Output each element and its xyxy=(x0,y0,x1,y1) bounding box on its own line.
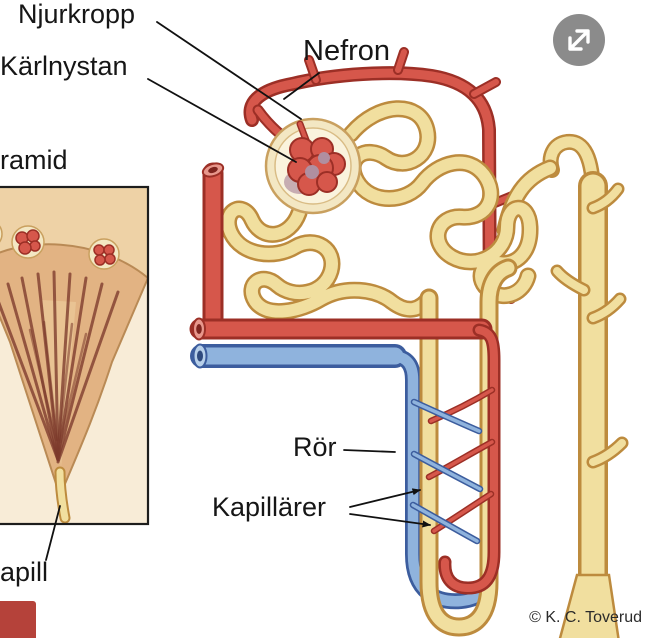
corner-image-strip xyxy=(0,601,36,638)
collecting-duct-flare xyxy=(558,573,620,638)
label-kapillarer: Kapillärer xyxy=(212,492,327,522)
nephron-illustration xyxy=(193,52,622,638)
vein xyxy=(194,343,490,602)
pyramid-inset xyxy=(0,185,150,526)
glomerulus-coils xyxy=(287,137,346,196)
artery-open-end xyxy=(201,162,225,178)
expand-button[interactable] xyxy=(553,14,605,66)
label-ror: Rör xyxy=(293,432,337,462)
collecting-duct xyxy=(551,142,622,638)
label-papill-partial: apill xyxy=(0,557,49,587)
label-pyramid-partial: ramid xyxy=(0,145,68,175)
papilla-duct xyxy=(54,466,71,524)
label-njurkropp: Njurkropp xyxy=(18,0,136,29)
pyramid-highlight xyxy=(42,300,76,468)
leader-nefron xyxy=(283,72,320,100)
inset-border xyxy=(0,185,150,526)
leader-lines xyxy=(45,21,431,561)
label-karlnystan: Kärlnystan xyxy=(0,51,128,81)
leader-kapillarer-1 xyxy=(349,488,421,508)
leader-papill xyxy=(45,505,61,561)
vein-lumen xyxy=(197,350,203,362)
page-title: Nefron xyxy=(303,35,391,67)
artery-bar-lumen xyxy=(196,324,202,334)
credit-text: © K. C. Toverud xyxy=(529,609,642,626)
kidney-pyramid xyxy=(0,243,148,499)
expand-icon xyxy=(568,29,590,51)
leader-ror xyxy=(343,449,396,453)
renal-corpuscle xyxy=(264,117,362,215)
leader-kapillarer-2 xyxy=(349,513,431,528)
leader-karlnystan xyxy=(147,78,297,163)
leader-njurkropp xyxy=(156,21,302,120)
inset-glomeruli xyxy=(0,225,120,270)
pyramid-streaks xyxy=(0,270,120,464)
arteries xyxy=(193,110,494,588)
